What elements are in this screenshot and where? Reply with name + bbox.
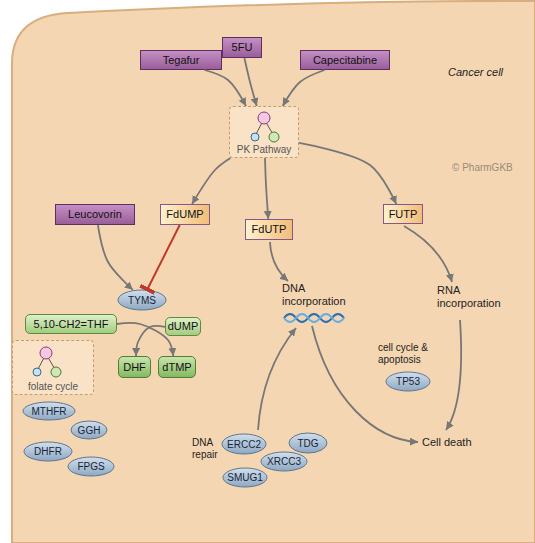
cofactor-box: DHF bbox=[118, 356, 151, 378]
node-text: Leucovorin bbox=[68, 208, 122, 220]
gene-ellipse: TYMS bbox=[117, 289, 167, 311]
ellipse-shape bbox=[223, 468, 267, 487]
gene-ellipse: MTHFR bbox=[22, 401, 76, 421]
cofactor-box: dTMP bbox=[158, 356, 196, 378]
node-text: FdUTP bbox=[252, 223, 287, 235]
flow-connector bbox=[192, 158, 230, 204]
annotation-label: DNA repair bbox=[192, 437, 224, 460]
drug-box: Tegafur bbox=[140, 50, 222, 70]
node-text: DHFR bbox=[34, 446, 62, 457]
cofactor-box: 5,10-CH2=THF bbox=[25, 314, 117, 334]
annotation-label: cell cycle & apoptosis bbox=[378, 342, 442, 365]
ellipse-shape bbox=[23, 402, 75, 420]
ellipse-shape bbox=[289, 433, 327, 453]
node-text: MTHFR bbox=[32, 406, 67, 417]
gene-ellipse: XRCC3 bbox=[260, 451, 308, 472]
annotation-label: RNA incorporation bbox=[437, 284, 509, 309]
node-text: dUMP bbox=[168, 320, 199, 332]
node-text: TP53 bbox=[396, 376, 420, 387]
metabolite-box: FdUMP bbox=[160, 204, 210, 225]
node-text: 5FU bbox=[232, 41, 253, 53]
flow-connector bbox=[299, 143, 396, 204]
node-text: DHF bbox=[123, 361, 146, 373]
ellipse-shape bbox=[386, 372, 430, 391]
node-text: 5,10-CH2=THF bbox=[34, 318, 109, 330]
gene-ellipse: ERCC2 bbox=[221, 433, 267, 455]
pathway-group: PK Pathway bbox=[229, 106, 299, 158]
node-text: TYMS bbox=[128, 295, 156, 306]
node-text: Tegafur bbox=[163, 54, 200, 66]
annotation-label: Cell death bbox=[422, 436, 482, 449]
cell-membrane bbox=[12, 1, 535, 543]
flow-connector bbox=[265, 158, 268, 219]
ellipse-shape bbox=[222, 434, 266, 454]
node-text: dTMP bbox=[162, 361, 191, 373]
flow-connector bbox=[244, 58, 256, 106]
node-text: GGH bbox=[78, 425, 101, 436]
flow-arrow bbox=[404, 226, 452, 282]
gene-ellipse: FPGS bbox=[67, 456, 115, 477]
flow-arrow bbox=[446, 320, 461, 430]
ellipse-shape bbox=[261, 452, 307, 471]
node-text: ERCC2 bbox=[227, 439, 261, 450]
gene-ellipse: GGH bbox=[70, 420, 108, 440]
gene-ellipse: TP53 bbox=[385, 371, 431, 392]
flow-arrow bbox=[258, 328, 296, 430]
drug-box: Leucovorin bbox=[55, 204, 135, 225]
dna-helix bbox=[284, 314, 344, 322]
drug-box: Capecitabine bbox=[300, 50, 390, 70]
pathway-group: folate cycle bbox=[12, 340, 94, 395]
node-text: XRCC3 bbox=[267, 456, 301, 467]
gene-ellipse: TDG bbox=[288, 432, 328, 454]
node-text: folate cycle bbox=[28, 381, 78, 392]
metabolite-box: FUTP bbox=[383, 204, 423, 224]
node-text: PK Pathway bbox=[237, 144, 291, 155]
ellipse-shape bbox=[24, 442, 72, 461]
cofactor-box: dUMP bbox=[165, 317, 201, 336]
ellipse-shape bbox=[71, 421, 107, 439]
dna-strand bbox=[284, 314, 344, 322]
ellipse-shape bbox=[68, 457, 114, 476]
flow-arrow bbox=[270, 242, 288, 281]
node-text: FdUMP bbox=[166, 208, 203, 220]
node-text: SMUG1 bbox=[227, 472, 263, 483]
node-text: Capecitabine bbox=[313, 54, 377, 66]
annotation-label: © PharmGKB bbox=[452, 162, 532, 174]
annotation-label: Cancer cell bbox=[448, 66, 528, 79]
inhibition-connector bbox=[147, 225, 179, 289]
edge-layer bbox=[98, 58, 396, 356]
drug-box: 5FU bbox=[222, 37, 262, 58]
flow-connector bbox=[136, 326, 165, 356]
flow-connector bbox=[98, 225, 133, 290]
dna-strand bbox=[284, 314, 344, 322]
annotation-label: DNA incorporation bbox=[282, 282, 354, 307]
flow-connector bbox=[283, 70, 325, 106]
gene-ellipse: SMUG1 bbox=[222, 467, 268, 488]
node-text: FPGS bbox=[77, 461, 104, 472]
ellipse-shape bbox=[118, 290, 166, 310]
node-text: FUTP bbox=[389, 208, 418, 220]
gene-ellipse: DHFR bbox=[23, 441, 73, 462]
flow-connector bbox=[205, 70, 247, 106]
node-text: TDG bbox=[297, 438, 318, 449]
metabolite-box: FdUTP bbox=[245, 219, 293, 240]
